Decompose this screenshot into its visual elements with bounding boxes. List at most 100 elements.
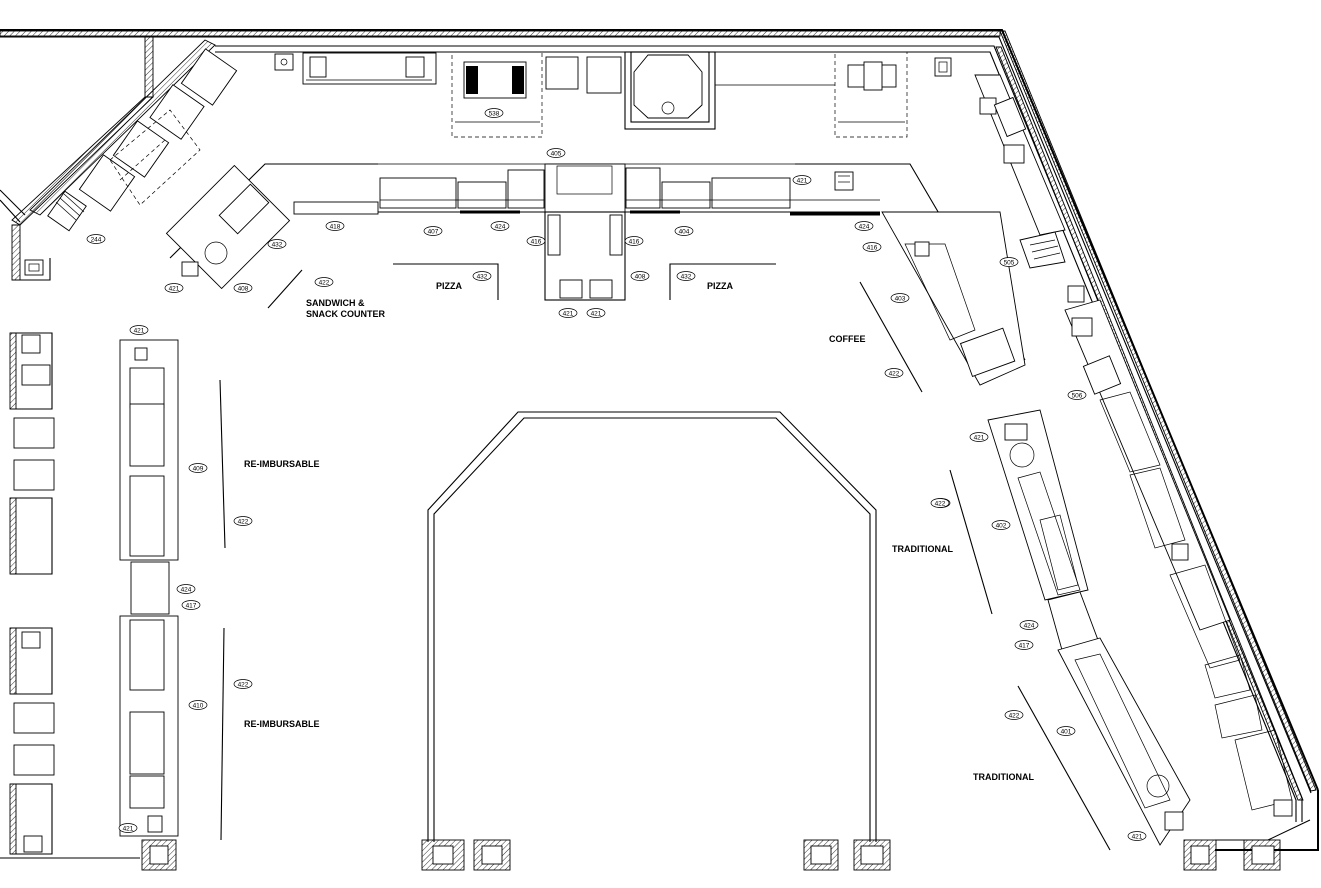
equipment-tag-label: 407 (428, 228, 439, 235)
equipment-tag: 424 (1019, 620, 1039, 630)
equipment-tag: 421 (1127, 831, 1147, 841)
equipment-tag-label: 506 (1072, 392, 1083, 399)
label-coffee: COFFEE (829, 334, 866, 344)
equipment-tag-label: 409 (193, 465, 204, 472)
equipment-tag-label: 432 (681, 273, 692, 280)
label-reimbursable-upper: RE-IMBURSABLE (244, 459, 320, 469)
equipment-tag-label: 417 (186, 602, 197, 609)
left-side-equipment (0, 332, 226, 859)
label-sandwich-line1: SANDWICH & (306, 298, 365, 308)
equipment-tag-label: 422 (319, 279, 330, 286)
equipment-tag: 422 (930, 498, 950, 508)
equipment-tag: 405 (546, 148, 566, 158)
equipment-tag-label: 422 (889, 370, 900, 377)
equipment-tag: 505 (999, 257, 1019, 267)
equipment-tag-label: 505 (1004, 259, 1015, 266)
equipment-tag-label: 402 (996, 522, 1007, 529)
top-back-equipment (274, 51, 952, 138)
equipment-tag-label: 403 (895, 295, 906, 302)
equipment-tag: 422 (1004, 710, 1024, 720)
equipment-tag-label: 422 (1009, 712, 1020, 719)
equipment-tag: 407 (423, 226, 443, 236)
equipment-tag: 244 (86, 234, 106, 244)
equipment-tag-label: 422 (238, 518, 249, 525)
label-reimbursable-lower: RE-IMBURSABLE (244, 719, 320, 729)
equipment-tag: 432 (472, 271, 492, 281)
equipment-tag: 424 (854, 221, 874, 231)
equipment-tag-label: 424 (495, 223, 506, 230)
equipment-tag: 421 (164, 283, 184, 293)
equipment-tag: 401 (1056, 726, 1076, 736)
equipment-tag: 422 (314, 277, 334, 287)
central-serving-line (165, 163, 1026, 393)
equipment-tag: 424 (490, 221, 510, 231)
equipment-tag: 421 (558, 308, 578, 318)
equipment-tag: 409 (188, 463, 208, 473)
equipment-tag-label: 421 (169, 285, 180, 292)
label-sandwich-line2: SNACK COUNTER (306, 309, 386, 319)
label-traditional-upper: TRADITIONAL (892, 544, 953, 554)
label-pizza-right: PIZZA (707, 281, 733, 291)
equipment-tag-label: 416 (867, 244, 878, 251)
equipment-tag: 422 (233, 516, 253, 526)
equipment-tag: 416 (624, 236, 644, 246)
equipment-tag: 421 (129, 325, 149, 335)
equipment-tag-label: 405 (551, 150, 562, 157)
equipment-tag-label: 410 (193, 702, 204, 709)
equipment-tag: 416 (526, 236, 546, 246)
equipment-tag-label: 421 (1132, 833, 1143, 840)
equipment-tag-label: 538 (489, 110, 500, 117)
equipment-tag: 417 (181, 600, 201, 610)
equipment-tag-label: 421 (797, 177, 808, 184)
equipment-tag: 421 (969, 432, 989, 442)
structural-columns (141, 839, 1281, 871)
equipment-tag-label: 424 (859, 223, 870, 230)
equipment-tag-label: 421 (974, 434, 985, 441)
equipment-tag-label: 421 (591, 310, 602, 317)
label-traditional-lower: TRADITIONAL (973, 772, 1034, 782)
equipment-tag: 402 (991, 520, 1011, 530)
equipment-tag: 408 (630, 271, 650, 281)
equipment-tag-label: 416 (629, 238, 640, 245)
equipment-tag: 424 (176, 584, 196, 594)
equipment-tags: 538 405 421 244 418 407 424 416 416 404 424 416 432 4… (86, 108, 1147, 841)
equipment-tag-label: 421 (563, 310, 574, 317)
equipment-tag: 416 (862, 242, 882, 252)
equipment-tag: 421 (118, 823, 138, 833)
equipment-tag-label: 432 (272, 241, 283, 248)
equipment-tag: 422 (884, 368, 904, 378)
equipment-tag-label: 417 (1019, 642, 1030, 649)
equipment-tag: 417 (1014, 640, 1034, 650)
right-diagonal-counters (881, 74, 1293, 851)
equipment-tag-label: 408 (238, 285, 249, 292)
equipment-tag: 432 (267, 239, 287, 249)
equipment-tag-label: 422 (935, 500, 946, 507)
center-open-area (427, 411, 877, 842)
equipment-tag: 432 (676, 271, 696, 281)
equipment-tag-label: 408 (635, 273, 646, 280)
equipment-tag-label: 432 (477, 273, 488, 280)
area-labels: SANDWICH & SNACK COUNTER PIZZA PIZZA COF… (244, 281, 1034, 782)
equipment-tag: 404 (674, 226, 694, 236)
equipment-tag-label: 401 (1061, 728, 1072, 735)
label-pizza-left: PIZZA (436, 281, 462, 291)
equipment-tag: 506 (1067, 390, 1087, 400)
equipment-tag-label: 424 (181, 586, 192, 593)
equipment-tag-label: 418 (330, 223, 341, 230)
equipment-tag: 418 (325, 221, 345, 231)
equipment-tag-label: 244 (91, 236, 102, 243)
equipment-tag-label: 422 (238, 681, 249, 688)
equipment-tag: 410 (188, 700, 208, 710)
equipment-tag-label: 421 (123, 825, 134, 832)
equipment-tag-label: 424 (1024, 622, 1035, 629)
upper-left-room (0, 36, 238, 281)
equipment-tag: 538 (484, 108, 504, 118)
equipment-tag: 408 (233, 283, 253, 293)
equipment-tag: 421 (586, 308, 606, 318)
equipment-tag-label: 404 (679, 228, 690, 235)
equipment-tag: 403 (890, 293, 910, 303)
equipment-tag: 422 (233, 679, 253, 689)
equipment-tag-label: 421 (134, 327, 145, 334)
equipment-tag: 421 (792, 175, 812, 185)
